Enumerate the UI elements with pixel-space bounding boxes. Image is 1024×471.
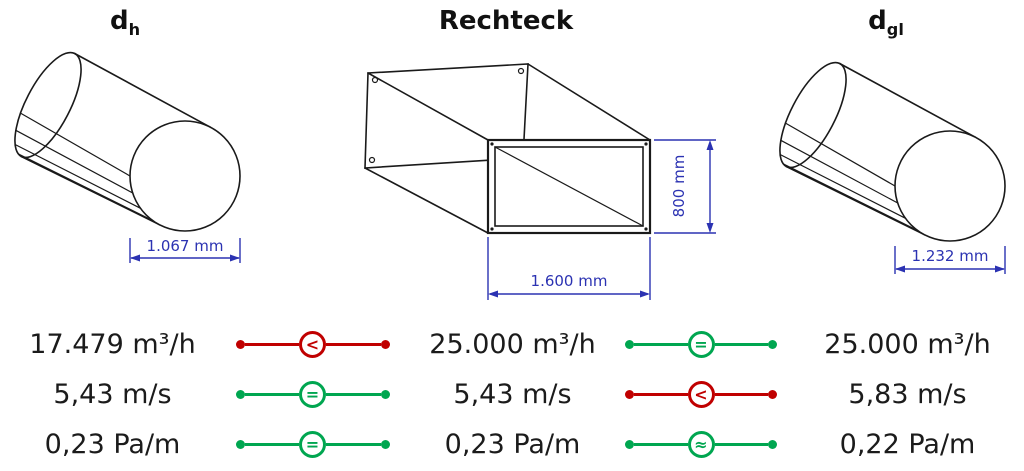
connector-line — [326, 393, 381, 396]
title-hydraulic-diameter: dh — [20, 6, 230, 39]
dimension-right-diameter-label: 1.232 mm — [912, 247, 989, 265]
connector-line — [244, 393, 299, 396]
operator-glyph: < — [694, 384, 708, 404]
relation-pressure-rect-dgl: ≈ — [625, 431, 777, 458]
less-than-icon: < — [687, 381, 715, 408]
dimension-rect-width-label: 1.600 mm — [531, 272, 608, 290]
relation-wrap: < — [225, 331, 400, 358]
connector-dot — [625, 340, 634, 349]
connector-dot — [380, 340, 390, 349]
value-velocity-rect: 5,43 m/s — [453, 379, 572, 410]
connector-line — [326, 343, 381, 346]
equals-icon: = — [299, 431, 326, 458]
operator-glyph: = — [305, 384, 320, 404]
title-dgl-base: d — [868, 6, 887, 36]
title-dh-base: d — [109, 6, 129, 36]
dimension-rect-width: 1.600 mm — [487, 237, 651, 300]
operator-glyph: ≈ — [694, 434, 708, 454]
relation-volume-flow-rect-dgl: = — [625, 331, 777, 358]
connector-dot — [625, 390, 634, 399]
round-duct-right — [779, 61, 1006, 242]
equals-icon: = — [299, 381, 326, 408]
value-pressure-dgl: 0,22 Pa/m — [839, 429, 976, 460]
connector-line — [714, 393, 768, 396]
comparison-row-velocity: 5,43 m/s = 5,43 m/s < — [0, 373, 1024, 416]
operator-glyph: < — [305, 334, 320, 354]
connector-dot — [768, 440, 777, 449]
value-volume-flow-rect: 25.000 m³/h — [429, 329, 596, 360]
value-velocity-dgl: 5,83 m/s — [848, 379, 967, 410]
connector-line — [634, 443, 688, 446]
less-than-icon: < — [299, 331, 326, 358]
operator-glyph: = — [694, 334, 708, 354]
connector-dot — [235, 390, 245, 399]
connector-dot — [380, 390, 390, 399]
connector-dot — [768, 340, 777, 349]
dimension-rect-height: 800 mm — [654, 139, 716, 234]
title-dgl-subscript: gl — [886, 20, 904, 40]
connector-dot — [625, 440, 634, 449]
relation-volume-flow-dh-rect: < — [235, 331, 390, 358]
relation-pressure-dh-rect: = — [235, 431, 390, 458]
relation-wrap: = — [625, 331, 777, 358]
connector-dot — [235, 340, 245, 349]
connector-dot — [380, 440, 390, 449]
dimension-left-diameter: 1.067 mm — [129, 237, 241, 263]
title-dh-subscript: h — [128, 20, 141, 40]
dimension-left-diameter-label: 1.067 mm — [147, 237, 224, 255]
connector-line — [244, 343, 299, 346]
comparison-table: 17.479 m³/h < 25.000 m³/h = — [0, 323, 1024, 466]
connector-line — [714, 343, 768, 346]
connector-line — [326, 443, 381, 446]
connector-dot — [768, 390, 777, 399]
connector-line — [714, 443, 768, 446]
rect-duct — [364, 63, 652, 235]
value-volume-flow-dh: 17.479 m³/h — [29, 329, 196, 360]
title-rechteck-label: Rechteck — [438, 6, 574, 36]
ducts-illustration: 1.067 mm 800 mm — [14, 51, 1006, 300]
title-rectangle: Rechteck — [396, 6, 616, 36]
connector-line — [634, 393, 688, 396]
value-pressure-rect: 0,23 Pa/m — [444, 429, 581, 460]
connector-dot — [235, 440, 245, 449]
value-volume-flow-dgl: 25.000 m³/h — [824, 329, 991, 360]
relation-wrap: = — [225, 381, 400, 408]
value-pressure-dh: 0,23 Pa/m — [44, 429, 181, 460]
operator-glyph: = — [305, 434, 320, 454]
connector-line — [244, 443, 299, 446]
relation-velocity-rect-dgl: < — [625, 381, 777, 408]
approx-equal-icon: ≈ — [687, 431, 715, 458]
value-velocity-dh: 5,43 m/s — [53, 379, 172, 410]
comparison-row-volume-flow: 17.479 m³/h < 25.000 m³/h = — [0, 323, 1024, 366]
relation-wrap: = — [225, 431, 400, 458]
relation-wrap: ≈ — [625, 431, 777, 458]
equals-icon: = — [687, 331, 715, 358]
connector-line — [634, 343, 688, 346]
dimension-right-diameter: 1.232 mm — [894, 246, 1006, 274]
relation-velocity-dh-rect: = — [235, 381, 390, 408]
relation-wrap: < — [625, 381, 777, 408]
round-duct-left — [14, 51, 241, 232]
dimension-rect-height-label: 800 mm — [670, 155, 688, 218]
title-equivalent-diameter: dgl — [780, 6, 992, 39]
comparison-row-pressure-drop: 0,23 Pa/m = 0,23 Pa/m ≈ — [0, 423, 1024, 466]
